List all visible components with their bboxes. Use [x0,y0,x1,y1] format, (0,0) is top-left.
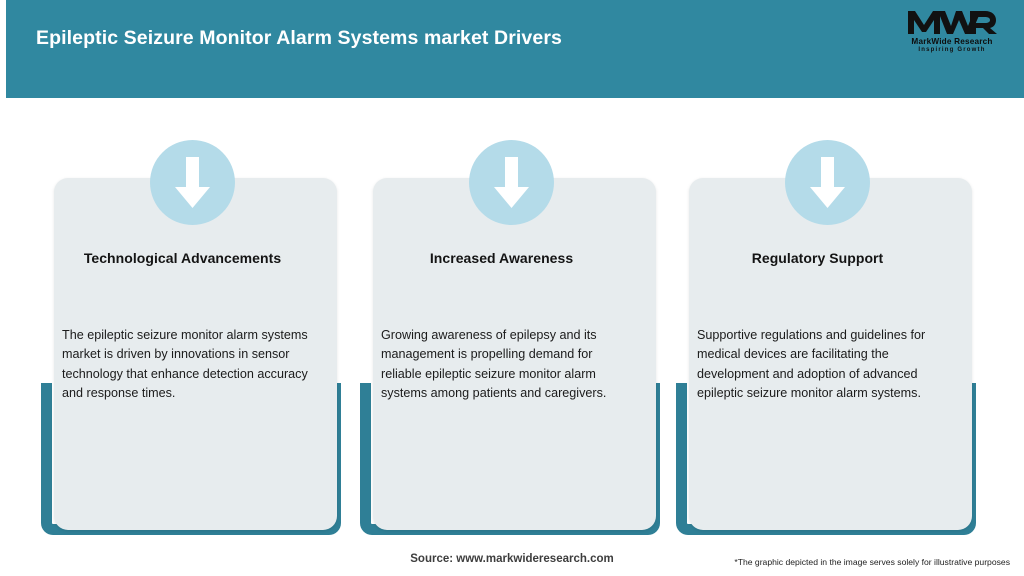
card-panel [689,178,972,530]
card-panel [54,178,337,530]
arrow-down-icon [150,140,235,225]
driver-card-1[interactable]: Technological Advancements The epileptic… [41,98,357,538]
drivers-card-row: Technological Advancements The epileptic… [0,98,1024,538]
arrow-down-glyph [175,157,210,208]
card-panel [373,178,656,530]
card-body-text: Supportive regulations and guidelines fo… [697,328,926,400]
arrow-down-glyph [494,157,529,208]
arrow-down-icon [785,140,870,225]
company-logo: MarkWide Research Inspiring Growth [902,8,1002,58]
card-title: Regulatory Support [751,250,884,266]
arrow-down-glyph [810,157,845,208]
driver-card-2[interactable]: Increased Awareness Growing awareness of… [360,98,676,538]
source-label: Source: www.markwideresearch.com [410,553,614,565]
arrow-down-icon [469,140,554,225]
mwr-logomark-icon [908,11,997,34]
card-body-text: The epileptic seizure monitor alarm syst… [62,328,308,400]
header-bar: Epileptic Seizure Monitor Alarm Systems … [6,0,1024,98]
disclaimer-note: *The graphic depicted in the image serve… [734,557,1010,567]
card-title: Technological Advancements [83,250,282,266]
card-title: Increased Awareness [429,250,574,266]
logo-company-name: MarkWide Research [911,37,993,46]
driver-card-3[interactable]: Regulatory Support Supportive regulation… [676,98,992,538]
page-title: Epileptic Seizure Monitor Alarm Systems … [36,27,562,49]
card-body-text: Growing awareness of epilepsy and its ma… [381,328,607,400]
logo-tagline: Inspiring Growth [918,47,986,53]
